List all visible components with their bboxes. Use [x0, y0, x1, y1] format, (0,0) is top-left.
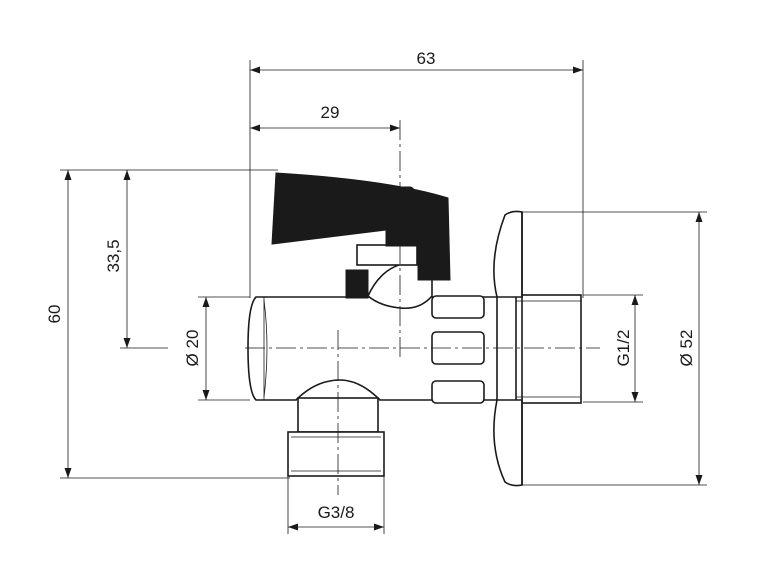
valve-drawing: [247, 172, 582, 487]
label-flange-diameter: Ø 52: [677, 330, 696, 367]
dim-body-diameter: Ø 20: [183, 296, 250, 401]
label-inlet-thread: G3/8: [318, 503, 355, 522]
label-body-diameter: Ø 20: [183, 330, 202, 367]
dim-flange-diameter: Ø 52: [522, 211, 707, 486]
dim-overall-width: 63: [249, 49, 584, 298]
dim-handle-height: 33,5: [104, 170, 168, 349]
dim-handle-offset: 29: [250, 103, 400, 132]
center-lines: [245, 120, 600, 495]
dim-overall-height: 60: [45, 169, 290, 479]
label-handle-height: 33,5: [104, 239, 123, 272]
dim-inlet-thread: G3/8: [287, 476, 385, 534]
label-outlet-thread: G1/2: [614, 330, 633, 367]
label-handle-offset: 29: [321, 103, 340, 122]
label-overall-height: 60: [45, 305, 64, 324]
label-overall-width: 63: [417, 49, 436, 68]
dim-outlet-thread: G1/2: [583, 294, 643, 403]
